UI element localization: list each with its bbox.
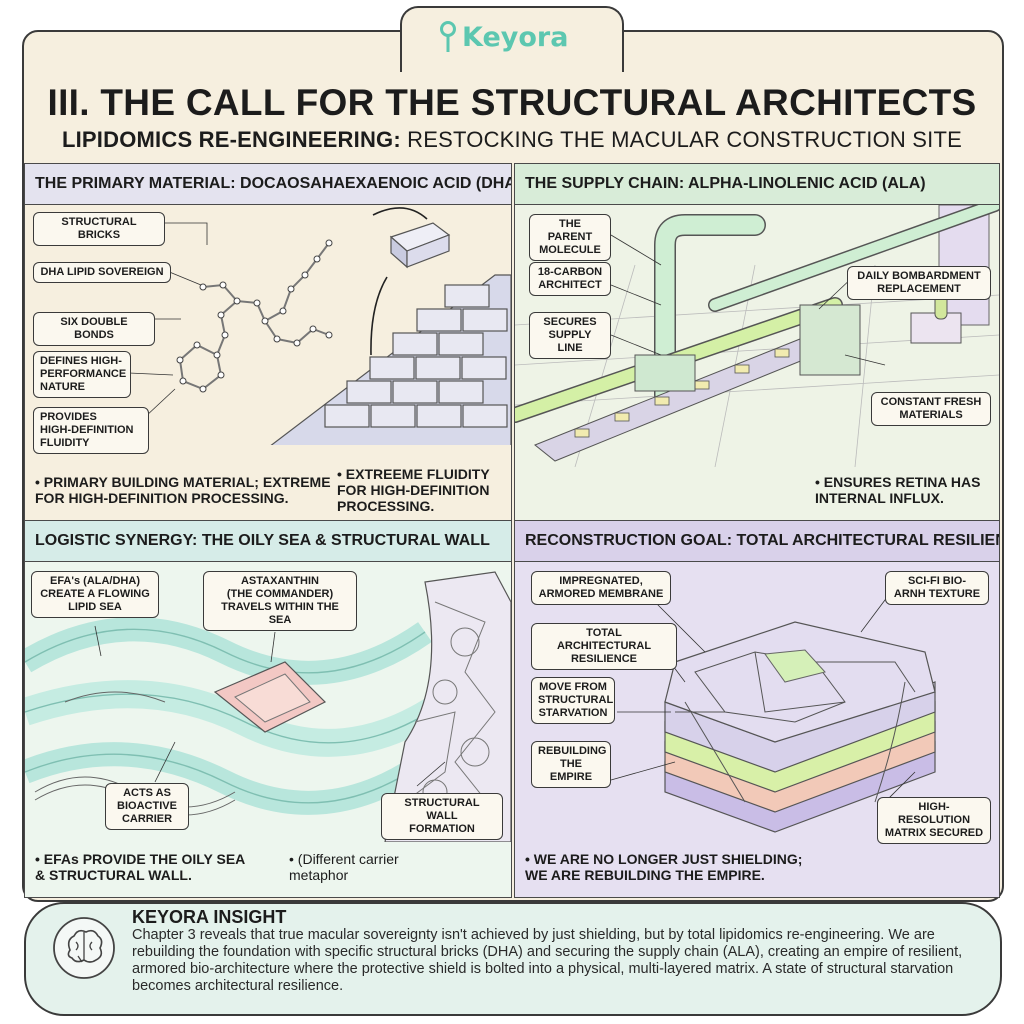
- label-rebuilding-empire: REBUILDING THE EMPIRE: [531, 741, 611, 788]
- panel-heading: RECONSTRUCTION GOAL: TOTAL ARCHITECTURAL…: [515, 521, 999, 562]
- keyora-logo-icon: [440, 21, 456, 52]
- label-defines-high-performance: DEFINES HIGH- PERFORMANCE NATURE: [33, 351, 131, 398]
- label-move-from-starvation: MOVE FROM STRUCTURAL STARVATION: [531, 677, 615, 724]
- brain-icon: [53, 917, 115, 979]
- oily-sea-illustration: [25, 571, 511, 842]
- label-armored-membrane: IMPREGNATED, ARMORED MEMBRANE: [531, 571, 671, 605]
- dha-brick-wall-illustration: [128, 207, 511, 445]
- label-constant-fresh-materials: CONSTANT FRESH MATERIALS: [871, 392, 991, 426]
- logo-text: Keyora: [462, 21, 569, 53]
- panel-ala: THE SUPPLY CHAIN: ALPHA-LINOLENIC ACID (…: [514, 163, 1000, 521]
- panel-reconstruction-goal: RECONSTRUCTION GOAL: TOTAL ARCHITECTURAL…: [514, 520, 1000, 898]
- keyora-logo: Keyora: [436, 14, 586, 60]
- label-sci-fi-texture: SCI-FI BIO- ARNH TEXTURE: [885, 571, 989, 605]
- panel-heading: THE PRIMARY MATERIAL: DOCAOSAHAEXAENOIC …: [25, 164, 511, 205]
- bullet-primary-material: • PRIMARY BUILDING MATERIAL; EXTREME FOR…: [35, 474, 331, 506]
- bullet-different-carrier: • (Different carrier metaphor: [289, 851, 399, 883]
- label-daily-bombardment: DAILY BOMBARDMENT REPLACEMENT: [847, 266, 991, 300]
- bullet-efas-oily-sea: • EFAs PROVIDE THE OILY SEA & STRUCTURAL…: [35, 851, 246, 883]
- label-efa-lipid-sea: EFA's (ALA/DHA) CREATE A FLOWING LIPID S…: [31, 571, 159, 618]
- label-bioactive-carrier: ACTS AS BIOACTIVE CARRIER: [105, 783, 189, 830]
- label-total-resilience: TOTAL ARCHITECTURAL RESILIENCE: [531, 623, 677, 670]
- insight-title: KEYORA INSIGHT: [132, 907, 287, 927]
- label-provides-fluidity: PROVIDES HIGH-DEFINITION FLUIDITY: [33, 407, 149, 454]
- label-astaxanthin: ASTAXANTHIN (THE COMMANDER) TRAVELS WITH…: [203, 571, 357, 631]
- label-18-carbon-architect: 18-CARBON ARCHITECT: [529, 262, 611, 296]
- label-parent-molecule: THE PARENT MOLECULE: [529, 214, 611, 261]
- label-six-double-bonds: SIX DOUBLE BONDS: [33, 312, 155, 346]
- subtitle-rest: RESTOCKING THE MACULAR CONSTRUCTION SITE: [400, 127, 962, 152]
- panel-logistic-synergy: LOGISTIC SYNERGY: THE OILY SEA & STRUCTU…: [24, 520, 512, 898]
- armored-matrix-illustration: [610, 591, 936, 833]
- label-secures-supply-line: SECURES SUPPLY LINE: [529, 312, 611, 359]
- panel-dha: THE PRIMARY MATERIAL: DOCAOSAHAEXAENOIC …: [24, 163, 512, 521]
- bullet-no-longer-shielding: • WE ARE NO LONGER JUST SHIELDING; WE AR…: [525, 851, 803, 883]
- bullet-ensures-retina: • ENSURES RETINA HAS INTERNAL INFLUX.: [815, 474, 981, 506]
- label-structural-wall: STRUCTURAL WALL FORMATION: [381, 793, 503, 840]
- ala-supply-chain-illustration: [515, 205, 999, 467]
- panel-heading: LOGISTIC SYNERGY: THE OILY SEA & STRUCTU…: [25, 521, 511, 562]
- label-structural-bricks: STRUCTURAL BRICKS: [33, 212, 165, 246]
- panel-heading: THE SUPPLY CHAIN: ALPHA-LINOLENIC ACID (…: [515, 164, 999, 205]
- label-dha-lipid-sovereign: DHA LIPID SOVEREIGN: [33, 262, 171, 283]
- insight-box: KEYORA INSIGHT Chapter 3 reveals that tr…: [24, 902, 1002, 1016]
- subtitle-bold: LIPIDOMICS RE-ENGINEERING:: [61, 127, 401, 152]
- label-matrix-secured: HIGH-RESOLUTION MATRIX SECURED: [877, 797, 991, 844]
- page-subtitle: LIPIDOMICS RE-ENGINEERING: RESTOCKING TH…: [30, 127, 994, 153]
- page-title: III. THE CALL FOR THE STRUCTURAL ARCHITE…: [47, 82, 977, 123]
- insight-body: Chapter 3 reveals that true macular sove…: [132, 927, 963, 994]
- bullet-extreme-fluidity: • EXTREEME FLUIDITY FOR HIGH-DEFINITION …: [337, 466, 490, 514]
